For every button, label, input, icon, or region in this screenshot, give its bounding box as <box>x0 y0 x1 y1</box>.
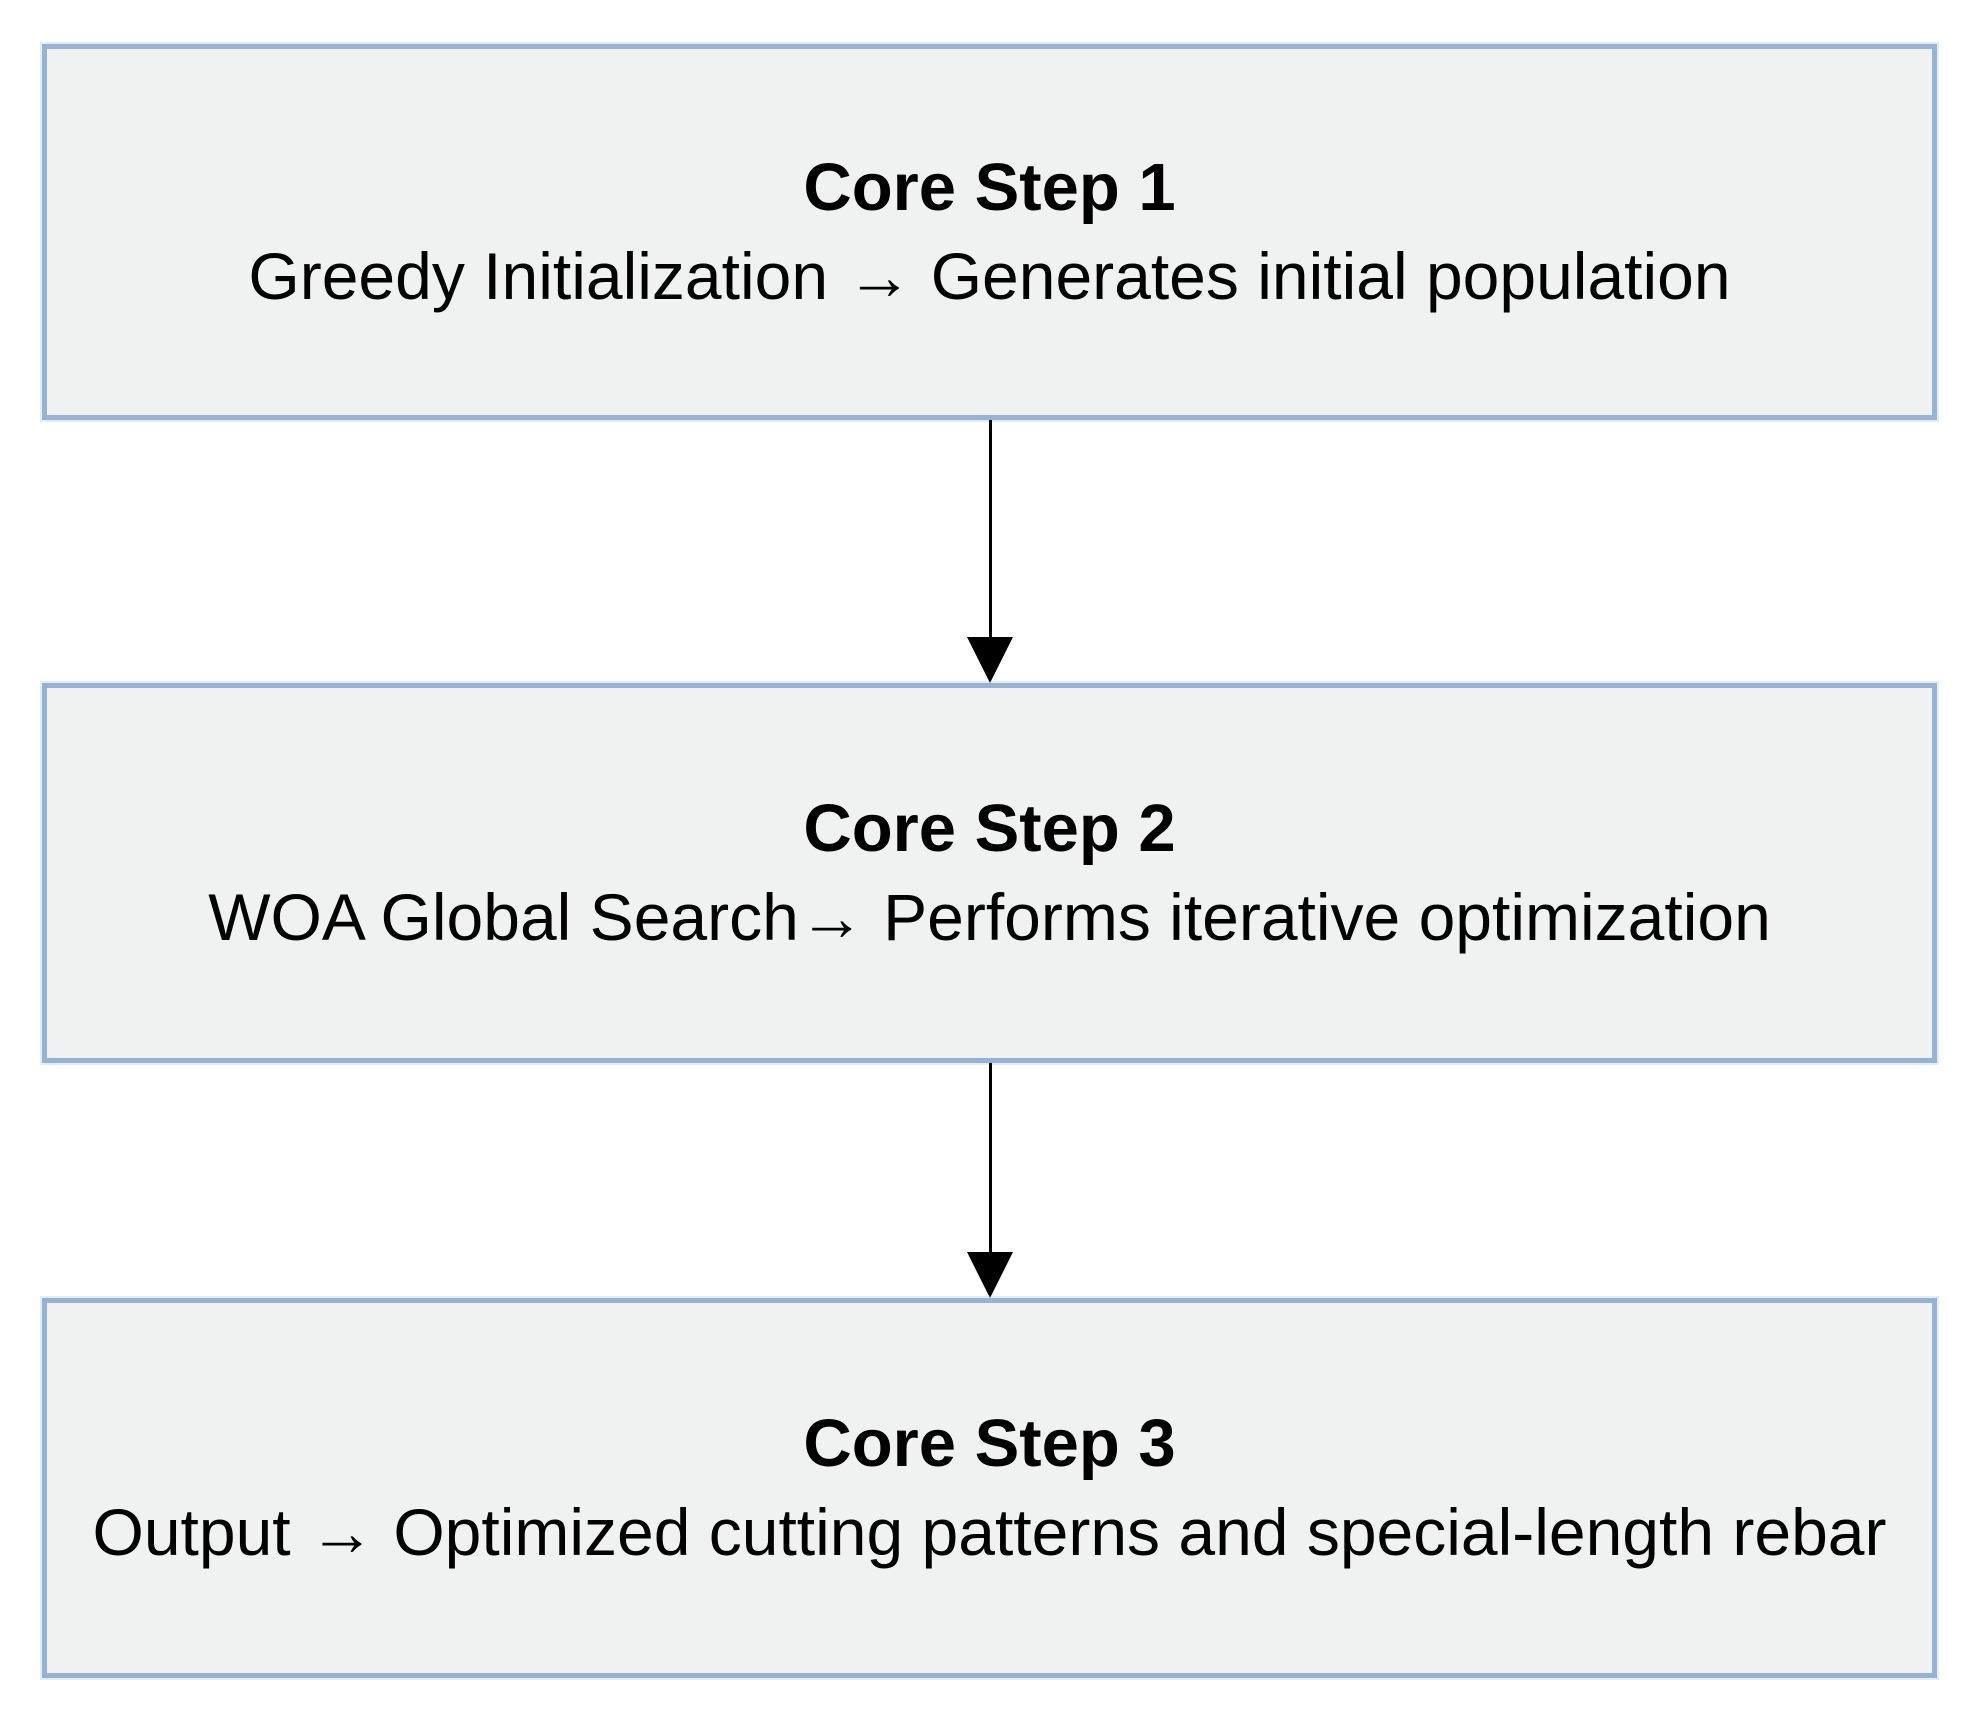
down-arrow-icon <box>967 420 1013 683</box>
arrow-shaft <box>988 420 992 637</box>
arrow-head <box>967 1252 1013 1298</box>
arrow-head <box>967 637 1013 683</box>
step-title: Core Step 3 <box>803 1406 1176 1482</box>
step-description: Greedy Initialization → Generates initia… <box>248 238 1731 313</box>
step-box-core-step-1: Core Step 1 Greedy Initialization → Gene… <box>42 44 1937 420</box>
step-description: WOA Global Search→ Performs iterative op… <box>208 879 1771 954</box>
arrow-shaft <box>988 1063 992 1252</box>
step-title: Core Step 2 <box>803 791 1176 867</box>
step-description: Output → Optimized cutting patterns and … <box>92 1494 1887 1569</box>
down-arrow-icon <box>967 1063 1013 1298</box>
step-box-core-step-3: Core Step 3 Output → Optimized cutting p… <box>42 1298 1937 1678</box>
step-title: Core Step 1 <box>803 150 1176 226</box>
step-box-core-step-2: Core Step 2 WOA Global Search→ Performs … <box>42 683 1937 1063</box>
